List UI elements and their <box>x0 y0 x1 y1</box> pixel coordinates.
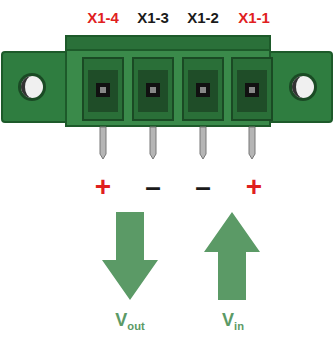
polarity-sign: + <box>95 171 111 202</box>
voltage-symbol: V <box>222 310 234 330</box>
label-group: + <box>95 173 111 201</box>
label-group: – <box>195 173 211 201</box>
label-group: X1-2 <box>187 10 219 25</box>
label-group: Vin <box>222 311 244 329</box>
label-group: X1-1 <box>238 10 270 25</box>
polarity-sign: + <box>246 171 262 202</box>
voltage-symbol: V <box>115 310 127 330</box>
label-group: – <box>145 173 161 201</box>
pin-name: X1-4 <box>87 9 119 26</box>
label-group: Vout <box>115 311 144 329</box>
voltage-subscript: in <box>234 320 244 332</box>
voltage-subscript: out <box>127 320 144 332</box>
pin-name: X1-1 <box>238 9 270 26</box>
pin-name: X1-3 <box>137 9 169 26</box>
polarity-sign: – <box>195 171 211 202</box>
label-group: + <box>246 173 262 201</box>
label-group: X1-4 <box>87 10 119 25</box>
label-group: X1-3 <box>137 10 169 25</box>
polarity-sign: – <box>145 171 161 202</box>
pin-name: X1-2 <box>187 9 219 26</box>
